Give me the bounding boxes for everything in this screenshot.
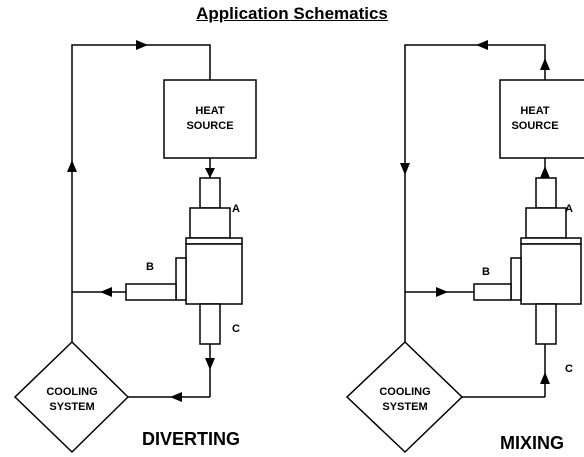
diverting-arrow-c-down [205, 358, 215, 370]
mixing-valve [473, 177, 582, 345]
mixing-diagram: HEAT SOURCE A B C COOLING [345, 40, 584, 454]
mixing-cooling-system [345, 340, 464, 454]
diverting-cooling-label-2: SYSTEM [49, 401, 94, 413]
mixing-port-b: B [482, 266, 490, 278]
page-title: Application Schematics [196, 4, 388, 23]
mixing-arrow-top-left [476, 40, 488, 50]
mixing-port-c: C [565, 363, 573, 375]
mixing-arrow-down-left [400, 163, 410, 175]
mixing-cooling-label-2: SYSTEM [382, 401, 427, 413]
mixing-cooling-label-1: COOLING [379, 386, 430, 398]
mixing-arrow-up-top [540, 58, 550, 70]
mixing-arrow-up-a [540, 166, 550, 178]
diverting-port-b: B [146, 261, 154, 273]
diverting-arrow-top-right [136, 40, 148, 50]
mixing-arrow-c-up [540, 372, 550, 384]
diverting-heat-source-box [163, 79, 257, 159]
diverting-port-a: A [232, 203, 240, 215]
diverting-caption: DIVERTING [142, 429, 240, 449]
diverting-arrow-b-left [100, 287, 112, 297]
mixing-port-a: A [565, 203, 573, 215]
mixing-arrow-b-right [436, 287, 448, 297]
diverting-cooling-system [13, 340, 130, 454]
diverting-arrow-to-cooling [170, 392, 182, 402]
diverting-diagram: HEAT SOURCE A B C [13, 40, 257, 454]
mixing-heat-source-label-1: HEAT [520, 105, 549, 117]
diverting-cooling-label-1: COOLING [46, 386, 97, 398]
mixing-heat-source-box [499, 79, 584, 159]
mixing-caption: MIXING [500, 433, 564, 453]
diverting-valve [125, 177, 243, 345]
mixing-heat-source-label-2: SOURCE [511, 120, 558, 132]
diverting-heat-source-label-1: HEAT [195, 105, 224, 117]
diverting-heat-source-label-2: SOURCE [186, 120, 233, 132]
diverting-arrow-left-up [67, 160, 77, 172]
diverting-port-c: C [232, 323, 240, 335]
diverting-arrow-down-a [205, 168, 215, 178]
